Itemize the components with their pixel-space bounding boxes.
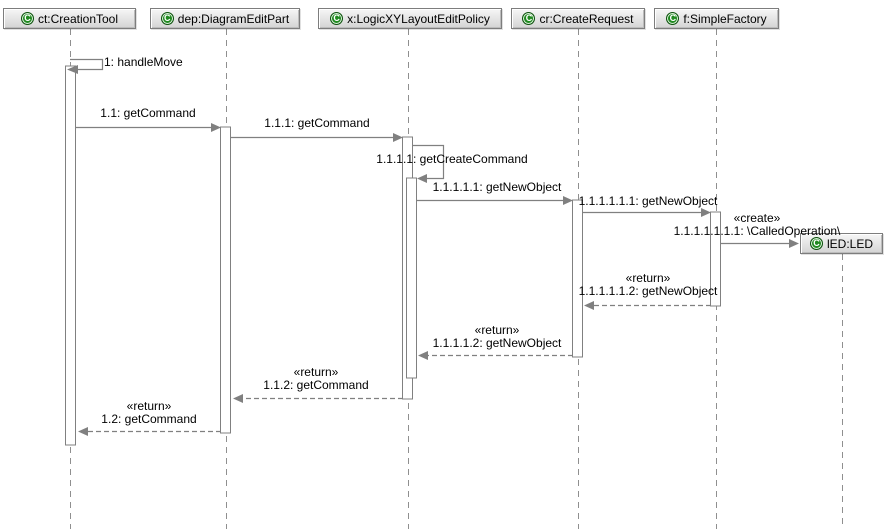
message-stereotype-create: «create»	[733, 211, 781, 225]
activation-ct	[65, 65, 76, 446]
message-text-return: 1.2: getCommand	[101, 412, 197, 426]
message-line-1-1-1-1[interactable]	[413, 144, 445, 180]
object-box-f[interactable]: C f:SimpleFactory	[654, 8, 779, 29]
message-label-1-1[interactable]: 1.1: getCommand	[100, 106, 196, 120]
class-icon: C	[330, 12, 344, 25]
arrowhead-1-1-1-1	[417, 174, 427, 183]
message-label-1-1-1[interactable]: 1.1.1: getCommand	[264, 116, 370, 130]
object-box-led[interactable]: C lED:LED	[800, 233, 883, 254]
message-label-return-1-1-1-1-1-2[interactable]: «return» 1.1.1.1.1.2: getNewObject	[579, 272, 718, 298]
return-messages	[88, 304, 711, 433]
object-label-dep: dep:DiagramEditPart	[177, 11, 290, 26]
call-messages	[70, 58, 790, 245]
object-label-cr: cr:CreateRequest	[539, 11, 634, 26]
arrowhead-ret-1-2	[78, 427, 88, 436]
message-text-return: 1.1.1.1.1.2: getNewObject	[578, 284, 718, 298]
object-box-cr[interactable]: C cr:CreateRequest	[511, 8, 645, 29]
lifelines	[70, 29, 843, 529]
activation-bars	[65, 65, 721, 446]
arrowhead-1-1-1-1-1-1	[701, 208, 711, 217]
message-stereotype-return: «return»	[625, 271, 671, 285]
object-label-led: lED:LED	[826, 236, 873, 251]
message-label-1-1-1-1[interactable]: 1.1.1.1: getCreateCommand	[376, 152, 528, 166]
message-text-return: 1.1.1.1.2: getNewObject	[432, 336, 562, 350]
message-text-return: 1.1.2: getCommand	[263, 378, 369, 392]
message-stereotype-return: «return»	[474, 323, 520, 337]
message-label-return-1-1-2[interactable]: «return» 1.1.2: getCommand	[263, 366, 368, 392]
message-label-return-1-1-1-1-2[interactable]: «return» 1.1.1.1.2: getNewObject	[433, 324, 562, 350]
arrowhead-handlemove	[67, 65, 78, 74]
arrowhead-ret-1-1-1-1-1-2	[584, 301, 594, 310]
object-box-ct[interactable]: C ct:CreationTool	[3, 8, 136, 29]
activation-dep	[220, 126, 231, 434]
message-label-return-1-2[interactable]: «return» 1.2: getCommand	[101, 400, 196, 426]
class-icon: C	[160, 12, 174, 25]
arrowhead-create	[789, 239, 799, 248]
object-box-dep[interactable]: C dep:DiagramEditPart	[150, 8, 300, 29]
object-label-ct: ct:CreationTool	[37, 11, 119, 26]
object-label-x: x:LogicXYLayoutEditPolicy	[347, 11, 490, 26]
message-label-handlemove[interactable]: 1: handleMove	[104, 55, 183, 69]
class-icon: C	[20, 12, 34, 25]
arrowhead-ret-1-1-2	[233, 394, 243, 403]
message-text-create: 1.1.1.1.1.1.1: \CalledOperation\	[673, 224, 841, 238]
arrowhead-1-1-1	[393, 133, 403, 142]
activation-f	[710, 211, 721, 307]
message-label-create[interactable]: «create» 1.1.1.1.1.1.1: \CalledOperation…	[674, 212, 841, 238]
message-label-1-1-1-1-1-1[interactable]: 1.1.1.1.1.1: getNewObject	[578, 194, 718, 208]
class-icon: C	[522, 12, 536, 25]
arrowhead-ret-1-1-1-1-2	[418, 351, 428, 360]
object-label-f: f:SimpleFactory	[683, 11, 767, 26]
object-box-x[interactable]: C x:LogicXYLayoutEditPolicy	[318, 8, 502, 29]
activation-x-nested	[406, 177, 417, 379]
message-label-1-1-1-1-1[interactable]: 1.1.1.1.1: getNewObject	[432, 180, 562, 194]
arrowhead-1-1-1-1-1	[563, 196, 573, 205]
activation-cr	[572, 199, 583, 358]
class-icon: C	[666, 12, 680, 25]
message-line-handlemove[interactable]	[70, 58, 104, 71]
class-icon: C	[809, 237, 823, 250]
message-stereotype-return: «return»	[293, 365, 339, 379]
arrowhead-1-1	[211, 123, 221, 132]
arrowheads	[67, 65, 799, 436]
message-stereotype-return: «return»	[126, 399, 172, 413]
